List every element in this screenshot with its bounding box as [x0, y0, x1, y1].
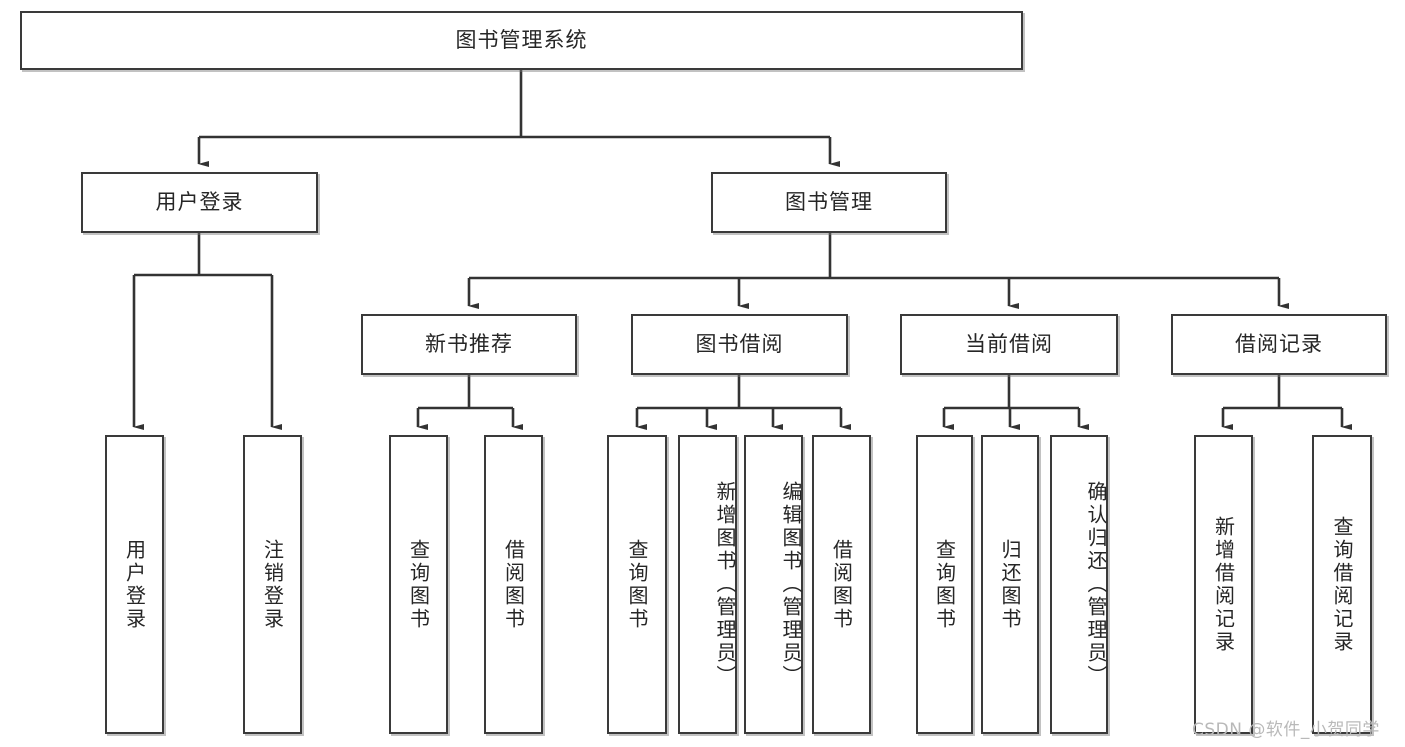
leaf-query-book-2[interactable]: 查询图书 — [607, 435, 667, 734]
leaf-borrow-book-2[interactable]: 借阅图书 — [812, 435, 871, 734]
leaf-logout[interactable]: 注销登录 — [243, 435, 302, 734]
node-current-borrow[interactable]: 当前借阅 — [900, 314, 1118, 375]
leaf-user-login[interactable]: 用户登录 — [105, 435, 164, 734]
node-book-management[interactable]: 图书管理 — [711, 172, 947, 233]
leaf-borrow-book-1[interactable]: 借阅图书 — [484, 435, 543, 734]
leaf-edit-book-admin[interactable]: 编辑图书（管理员） — [744, 435, 803, 734]
node-book-borrow[interactable]: 图书借阅 — [631, 314, 848, 375]
node-root[interactable]: 图书管理系统 — [20, 11, 1023, 70]
leaf-add-borrow-record[interactable]: 新增借阅记录 — [1194, 435, 1253, 734]
leaf-query-book-3[interactable]: 查询图书 — [916, 435, 973, 734]
node-user-login[interactable]: 用户登录 — [81, 172, 318, 233]
leaf-query-borrow-record[interactable]: 查询借阅记录 — [1312, 435, 1372, 734]
leaf-add-book-admin[interactable]: 新增图书（管理员） — [678, 435, 737, 734]
node-borrow-record[interactable]: 借阅记录 — [1171, 314, 1387, 375]
node-new-book-recommend[interactable]: 新书推荐 — [361, 314, 577, 375]
leaf-confirm-return-admin[interactable]: 确认归还（管理员） — [1050, 435, 1108, 734]
leaf-return-book[interactable]: 归还图书 — [981, 435, 1039, 734]
leaf-query-book-1[interactable]: 查询图书 — [389, 435, 448, 734]
csdn-watermark: CSDN @软件_小贺同学 — [1192, 720, 1380, 740]
